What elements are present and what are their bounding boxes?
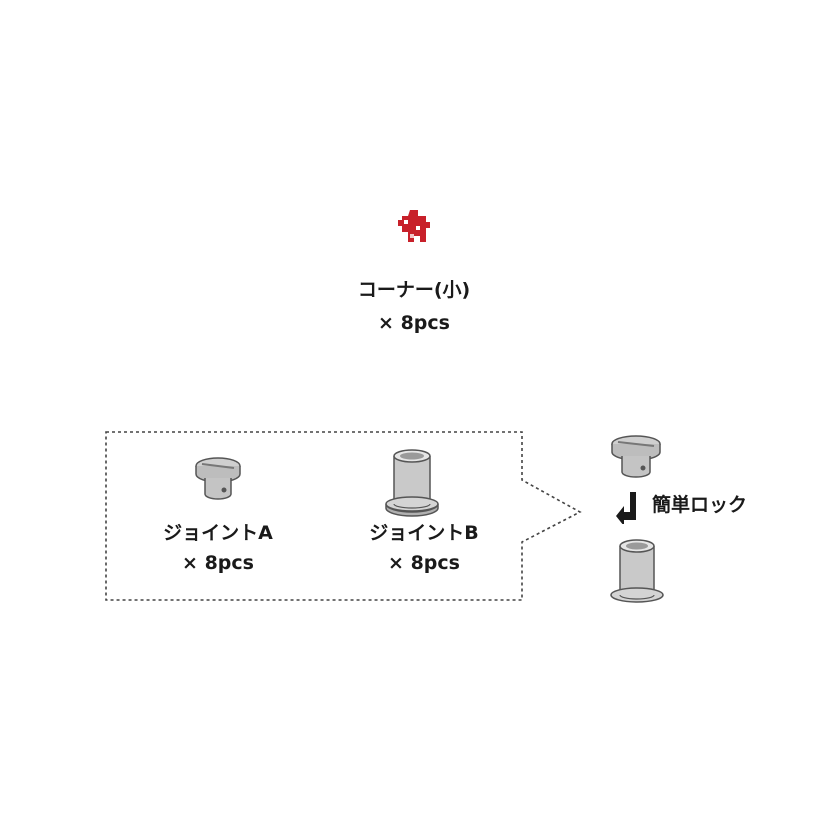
joint-a-screw-cap-icon bbox=[611, 435, 661, 478]
joint-b-label: ジョイントB bbox=[369, 522, 479, 544]
joint-b-quantity: × 8pcs bbox=[388, 552, 460, 574]
corner-label: コーナー(小) bbox=[357, 279, 471, 301]
easy-lock-label: 簡単ロック bbox=[652, 494, 748, 516]
joint-a-screw-cap-icon bbox=[195, 457, 241, 500]
joint-b-sleeve-icon bbox=[385, 449, 439, 517]
corner-connector-icon bbox=[398, 210, 430, 242]
down-arrow-icon bbox=[616, 492, 636, 524]
corner-quantity: × 8pcs bbox=[378, 312, 450, 334]
joint-a-quantity: × 8pcs bbox=[182, 552, 254, 574]
joint-a-label: ジョイントA bbox=[163, 522, 273, 544]
joint-b-sleeve-icon bbox=[610, 539, 664, 603]
